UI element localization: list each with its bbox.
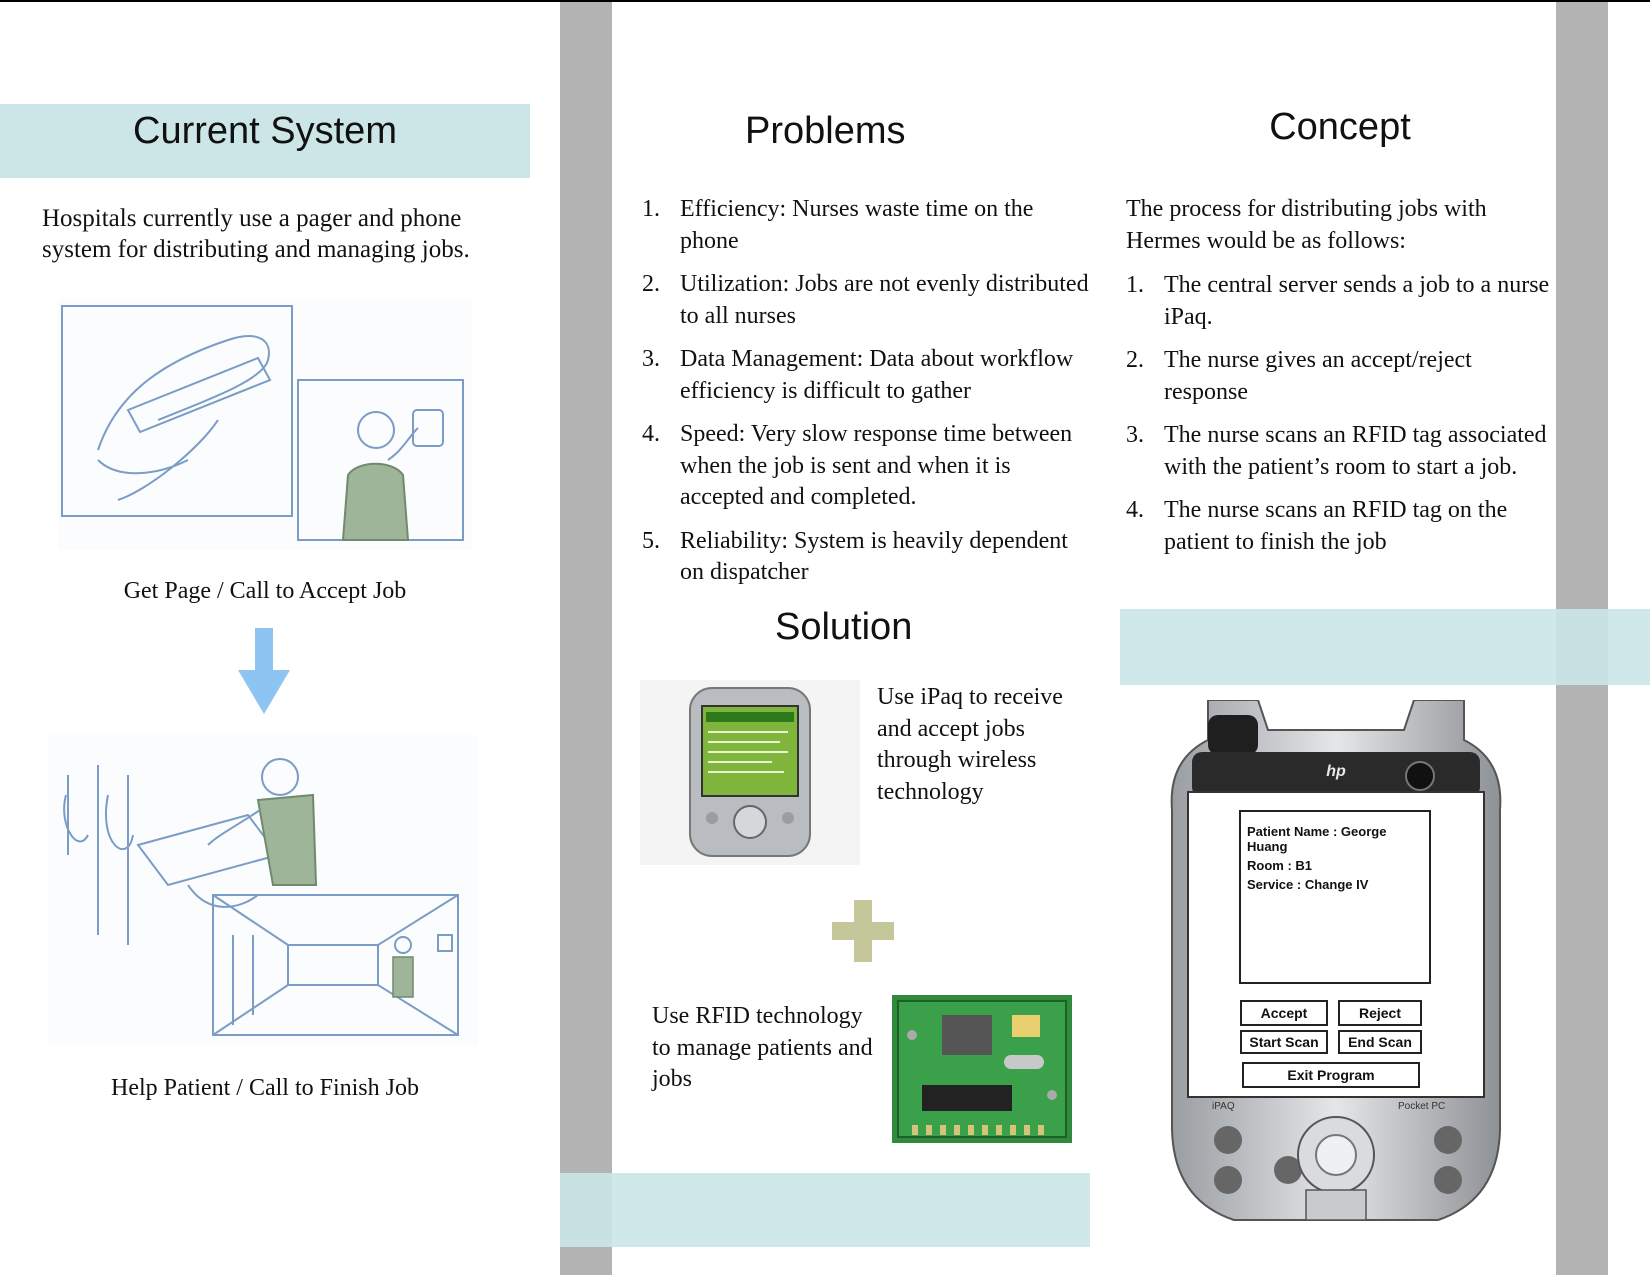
ipaq-device-mockup: hp Patient Name : George Huang Room : B1… [1168,700,1504,1245]
ipaq-small-photo [640,680,860,865]
problem-item: 5.Reliability: System is heavily depende… [642,527,1068,586]
concept-bottom-band [1120,609,1650,685]
down-arrow-icon [238,628,290,714]
concept-step-item: 2.The nurse gives an accept/reject respo… [1126,347,1472,405]
concept-title: Concept [1269,106,1411,148]
left-gutter-bar [560,2,612,1275]
problem-item: 1.Efficiency: Nurses waste time on the p… [642,196,1034,254]
current-system-title-band [0,104,530,178]
end-scan-button[interactable]: End Scan [1338,1030,1422,1054]
plus-icon [832,900,894,962]
hp-logo: hp [1326,763,1346,780]
problems-list: 1.Efficiency: Nurses waste time on the p… [642,194,1092,601]
caption-finish-job: Help Patient / Call to Finish Job [110,1075,419,1101]
accept-button[interactable]: Accept [1240,1000,1328,1026]
ipaq-label: iPAQ [1212,1101,1235,1112]
rfid-board-photo [892,995,1072,1143]
solution-bottom-band [560,1173,1090,1247]
problem-item: 3.Data Management: Data about workflow e… [642,346,1074,404]
ipaq-solution-text: Use iPaq to receive and accept jobs thro… [877,684,1063,805]
problem-item: 2.Utilization: Jobs are not evenly distr… [642,271,1089,329]
rfid-solution-text: Use RFID technology to manage patients a… [652,1003,873,1092]
concept-step-item: 3.The nurse scans an RFID tag associated… [1126,422,1547,480]
caption-accept-job: Get Page / Call to Accept Job [123,578,407,604]
patient-info-panel: Patient Name : George Huang Room : B1 Se… [1239,810,1431,984]
problems-title: Problems [745,110,906,152]
patient-care-sketch-illustration [48,735,478,1045]
room-label: Room : B1 [1247,858,1312,873]
pocket-pc-label: Pocket PC [1398,1101,1446,1112]
start-scan-button[interactable]: Start Scan [1240,1030,1328,1054]
current-system-intro: Hospitals currently use a pager and phon… [42,205,470,263]
current-system-title: Current System [133,110,397,152]
concept-step-item: 4.The nurse scans an RFID tag on the pat… [1126,497,1508,555]
top-rule [0,0,1650,2]
reject-button[interactable]: Reject [1338,1000,1422,1026]
pager-sketch-illustration [58,300,472,550]
problem-item: 4.Speed: Very slow response time between… [642,421,1073,510]
solution-title: Solution [775,606,913,648]
concept-intro: The process for distributing jobs with H… [1126,196,1487,254]
service-label: Service : Change IV [1247,877,1369,892]
patient-name-label: Patient Name : George Huang [1247,824,1387,854]
concept-steps-list: 1.The central server sends a job to a nu… [1126,270,1550,570]
exit-program-button[interactable]: Exit Program [1242,1062,1420,1088]
concept-step-item: 1.The central server sends a job to a nu… [1126,272,1550,330]
